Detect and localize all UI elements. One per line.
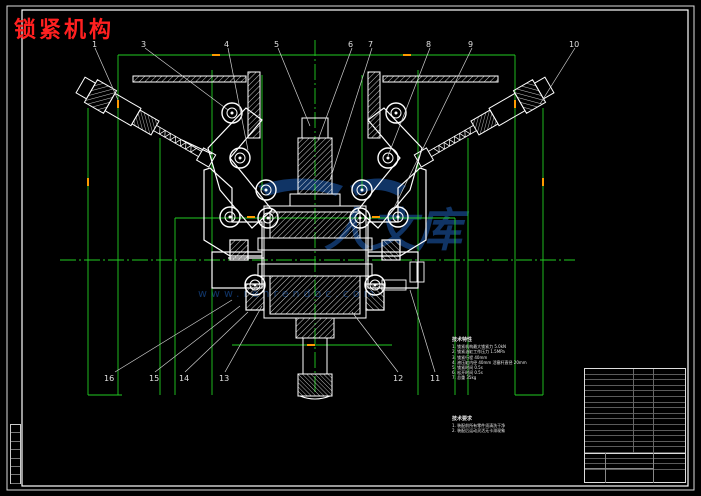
part-label-13: 13 (219, 374, 229, 383)
inner-border (21, 9, 689, 487)
part-label-3: 3 (141, 40, 146, 49)
part-label-10: 10 (569, 40, 579, 49)
tech-req-line: 1. 装配前所有零件须清洗干净 (452, 423, 506, 429)
revision-side-tab (10, 424, 21, 484)
cylinder-port-detail (381, 261, 425, 291)
part-label-16: 16 (104, 374, 114, 383)
top-supports (132, 71, 499, 139)
technical-characteristics: 技术特性 1. 锁紧机构最大锁紧力 5.0kN 2. 锁紧油缸工作压力 1.5M… (452, 337, 577, 381)
part-label-4: 4 (224, 40, 229, 49)
tech-char-line: 4. 液压缸内径 40mm 活塞杆直径 20mm (452, 359, 527, 365)
left-cylinder (73, 73, 220, 173)
outer-border (6, 5, 695, 491)
part-label-9: 9 (468, 40, 473, 49)
tech-char-heading: 技术特性 (452, 337, 473, 343)
tech-req-heading: 技术要求 (452, 416, 473, 422)
tech-char-line: 3. 锁紧行程 40mm (452, 354, 488, 360)
part-label-12: 12 (393, 374, 403, 383)
tech-char-line: 6. 松开时间 0.5s (452, 370, 483, 376)
drawing-title: 锁紧机构 (14, 18, 115, 43)
right-cylinder (410, 73, 557, 173)
tech-char-line: 7. 总重 35kg (452, 375, 477, 381)
central-spindle (257, 117, 373, 400)
right-linkage (357, 107, 427, 311)
part-label-1: 1 (92, 40, 97, 49)
part-label-8: 8 (426, 40, 431, 49)
part-label-6: 6 (348, 40, 353, 49)
part-label-15: 15 (149, 374, 159, 383)
part-label-5: 5 (274, 40, 279, 49)
left-linkage (181, 107, 273, 311)
tech-char-line: 1. 锁紧机构最大锁紧力 5.0kN (452, 344, 507, 350)
dimension-marks (87, 54, 544, 346)
title-block (584, 368, 686, 483)
part-label-7: 7 (368, 40, 373, 49)
tech-char-line: 5. 锁紧时间 0.5s (452, 365, 483, 371)
leader-lines (94, 47, 576, 373)
tech-req-line: 2. 装配后运动灵活无卡滞现象 (452, 428, 506, 434)
part-label-14: 14 (179, 374, 189, 383)
part-label-11: 11 (430, 374, 440, 383)
part-number-labels: 1 3 4 5 6 7 8 9 10 16 15 14 13 12 11 (92, 40, 579, 383)
tech-char-line: 2. 锁紧油缸工作压力 1.5MPa (452, 349, 505, 355)
technical-requirements: 技术要求 1. 装配前所有零件须清洗干净 2. 装配后运动灵活无卡滞现象 (452, 416, 577, 434)
